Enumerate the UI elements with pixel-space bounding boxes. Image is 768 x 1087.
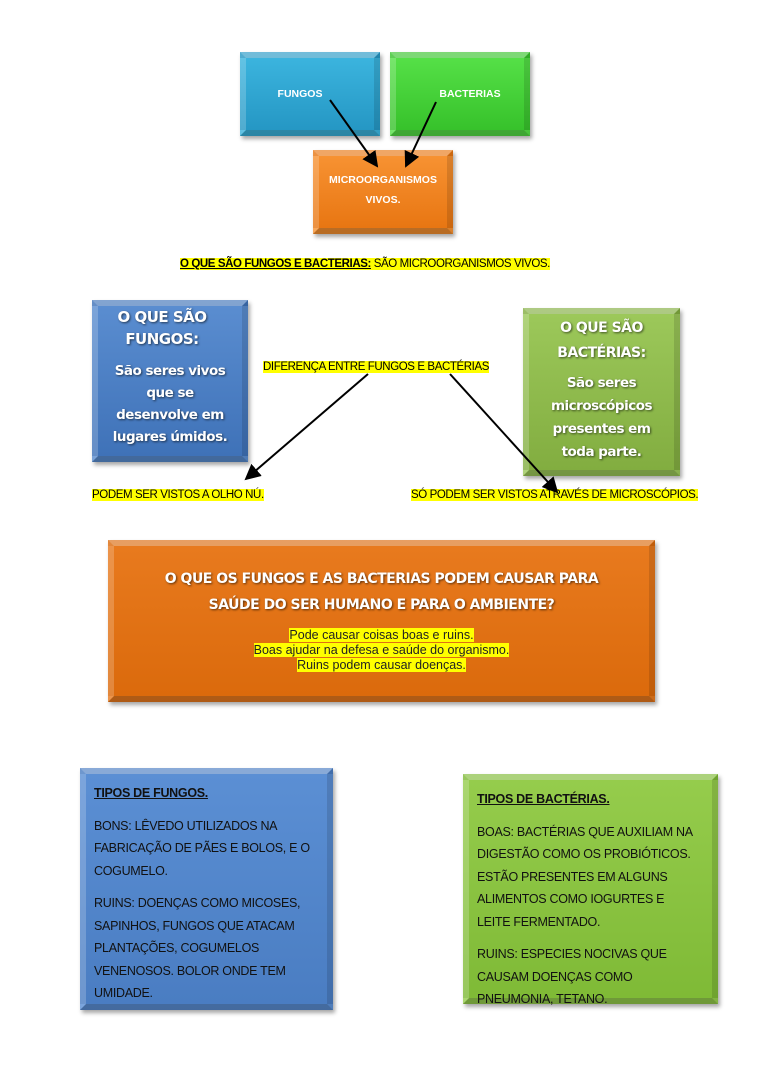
text-line: CAUSAM DOENÇAS COMO <box>477 969 633 984</box>
tipos-bacterias-title: TIPOS DE BACTÉRIAS. <box>477 792 610 806</box>
title-line: BACTÉRIAS: <box>557 345 646 361</box>
body-line: toda parte. <box>561 444 642 460</box>
text-line: COGUMELO. <box>94 863 168 878</box>
body-line: São seres <box>566 375 637 391</box>
text-line: PLANTAÇÕES, COGUMELOS <box>94 941 260 955</box>
text-line: BOAS: BACTÉRIAS QUE AUXILIAM NA <box>477 824 693 839</box>
tipos-fungos-box: TIPOS DE FUNGOS. BONS: LÊVEDO UTILIZADOS… <box>80 768 333 1010</box>
answer-line: Pode causar coisas boas e ruins. <box>289 628 474 642</box>
difference-label: DIFERENÇA ENTRE FUNGOS E BACTÉRIAS <box>263 361 489 373</box>
text-line: ALIMENTOS COMO IOGURTES E <box>477 892 665 906</box>
bacterias-box: BACTERIAS <box>390 52 530 136</box>
microorganismos-box: MICROORGANISMOS VIVOS. <box>313 150 453 234</box>
difference-right-text: SÓ PODEM SER VISTOS ATRAVÉS DE MICROSCÓP… <box>411 489 699 501</box>
health-box: O QUE OS FUNGOS E AS BACTERIAS PODEM CAU… <box>108 540 655 702</box>
body-line: microscópicos <box>550 398 653 414</box>
body-line: lugares úmidos. <box>112 429 228 445</box>
fungos-def-title: O QUE SÃO FUNGOS: <box>98 306 226 350</box>
fungos-box: FUNGOS <box>240 52 380 136</box>
text-line: VENENOSOS. BOLOR ONDE TEM <box>94 963 286 978</box>
difference-left-text: PODEM SER VISTOS A OLHO NÚ. <box>92 489 264 501</box>
body-line: que se <box>146 385 194 401</box>
bacterias-label: BACTERIAS <box>439 88 501 100</box>
arrow-icon <box>449 373 559 494</box>
tipos-fungos-title: TIPOS DE FUNGOS. <box>94 786 208 800</box>
difference-text: DIFERENÇA ENTRE FUNGOS E BACTÉRIAS <box>263 361 490 373</box>
definition-question: O QUE SÃO FUNGOS E BACTERIAS: <box>180 258 371 270</box>
body-line: São seres vivos <box>114 363 226 379</box>
fungos-definition-box: O QUE SÃO FUNGOS: São seres vivos que se… <box>92 300 248 462</box>
title-line: SAÚDE DO SER HUMANO E PARA O AMBIENTE? <box>208 597 555 613</box>
title-line: O QUE SÃO <box>117 308 207 326</box>
fungos-def-body: São seres vivos que se desenvolve em lug… <box>98 360 242 448</box>
title-line: O QUE OS FUNGOS E AS BACTERIAS PODEM CAU… <box>164 571 599 587</box>
text-line: RUINS: DOENÇAS COMO MICOSES, <box>94 896 301 910</box>
text-line: ESTÃO PRESENTES EM ALGUNS <box>477 869 668 884</box>
title-line: O QUE SÃO <box>560 320 643 336</box>
text-line: UMIDADE. <box>94 986 153 1000</box>
text-line: DIGESTÃO COMO OS PROBIÓTICOS. <box>477 847 691 861</box>
answer-line: Ruins podem causar doenças. <box>297 658 466 672</box>
bacterias-def-body: São seres microscópicos presentes em tod… <box>529 372 674 464</box>
arrow-icon <box>329 99 379 168</box>
fungos-label: FUNGOS <box>277 88 323 100</box>
tipos-fungos-text: TIPOS DE FUNGOS. BONS: LÊVEDO UTILIZADOS… <box>86 774 318 1023</box>
difference-left: PODEM SER VISTOS A OLHO NÚ. <box>92 489 264 501</box>
micro-line: VIVOS. <box>365 194 401 206</box>
title-line: FUNGOS: <box>125 330 199 348</box>
definition-line: O QUE SÃO FUNGOS E BACTERIAS: SÃO MICROO… <box>180 258 550 270</box>
arrow-icon <box>404 101 437 168</box>
answer-line: Boas ajudar na defesa e saúde do organis… <box>253 643 510 657</box>
health-title: O QUE OS FUNGOS E AS BACTERIAS PODEM CAU… <box>114 566 649 618</box>
text-line: SAPINHOS, FUNGOS QUE ATACAM <box>94 918 295 933</box>
tipos-bacterias-box: TIPOS DE BACTÉRIAS. BOAS: BACTÉRIAS QUE … <box>463 774 718 1006</box>
body-line: desenvolve em <box>116 407 224 423</box>
text-line: FABRICAÇÃO DE PÃES E BOLOS, E O <box>94 841 310 855</box>
tipos-bacterias-text: TIPOS DE BACTÉRIAS. BOAS: BACTÉRIAS QUE … <box>469 780 701 1029</box>
difference-right: SÓ PODEM SER VISTOS ATRAVÉS DE MICROSCÓP… <box>411 489 699 501</box>
health-answer: Pode causar coisas boas e ruins. Boas aj… <box>114 628 649 673</box>
bacterias-definition-box: O QUE SÃO BACTÉRIAS: São seres microscóp… <box>523 308 680 476</box>
arrow-icon <box>244 373 369 481</box>
text-line: RUINS: ESPECIES NOCIVAS QUE <box>477 947 667 961</box>
text-line: LEITE FERMENTADO. <box>477 914 601 929</box>
micro-line: MICROORGANISMOS <box>329 174 437 186</box>
body-line: presentes em <box>552 421 651 437</box>
definition-answer: SÃO MICROORGANISMOS VIVOS. <box>370 258 550 270</box>
bacterias-def-title: O QUE SÃO BACTÉRIAS: <box>529 316 674 366</box>
text-line: BONS: LÊVEDO UTILIZADOS NA <box>94 818 278 833</box>
text-line: PNEUMONIA, TETANO. <box>477 992 608 1006</box>
